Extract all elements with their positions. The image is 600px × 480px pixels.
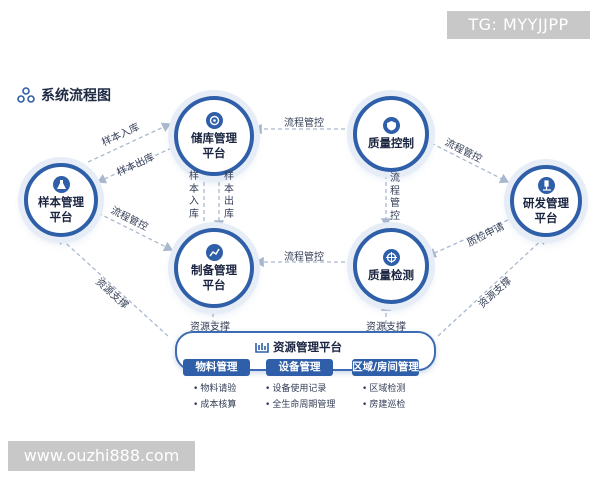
label-res-to-prep: 资源支撑 bbox=[190, 322, 230, 333]
module-area-room: 区域/房间管理 bbox=[352, 359, 419, 376]
node-qc: 质量控制 bbox=[353, 96, 429, 172]
node-storage: 储库管理 平台 bbox=[174, 96, 254, 176]
list-item: 全生命周期管理 bbox=[265, 397, 335, 413]
label-res-to-qtest: 资源支撑 bbox=[366, 322, 406, 333]
module-material-items: 物料请验 成本核算 bbox=[193, 381, 236, 413]
shield-icon bbox=[382, 117, 400, 134]
node-sample-line1: 样本管理 bbox=[38, 194, 84, 209]
edge-storage-to-sample bbox=[96, 144, 179, 184]
node-qc-line1: 质量控制 bbox=[368, 136, 414, 150]
node-rd-line2: 平台 bbox=[534, 210, 558, 225]
edge-rd-to-qtest bbox=[426, 219, 509, 258]
list-item: 区域检测 bbox=[362, 381, 405, 397]
node-qtest: 质量检测 bbox=[353, 228, 429, 304]
edge-sample-to-prep bbox=[91, 209, 174, 252]
resource-platform-title-text: 资源管理平台 bbox=[273, 340, 342, 354]
flow-icon bbox=[17, 87, 35, 103]
module-area-room-items: 区域检测 房建巡检 bbox=[362, 381, 405, 413]
module-material: 物料管理 bbox=[183, 359, 250, 376]
node-rd: 研发管理 平台 bbox=[510, 165, 582, 237]
label-storage-to-prep-out: 样本出库 bbox=[224, 171, 234, 220]
chart-line-icon bbox=[205, 243, 223, 261]
target-icon bbox=[382, 249, 400, 266]
module-equipment: 设备管理 bbox=[266, 359, 333, 376]
edge-res-to-sample bbox=[57, 235, 169, 337]
list-item: 物料请验 bbox=[193, 381, 236, 397]
list-item: 房建巡检 bbox=[362, 397, 405, 413]
node-qtest-line1: 质量检测 bbox=[368, 268, 414, 282]
node-sample-line2: 平台 bbox=[49, 209, 73, 224]
node-prep-line1: 制备管理 bbox=[191, 262, 237, 277]
edge-qc-to-rd bbox=[424, 139, 510, 184]
watermark-top: TG: MYYJJPP bbox=[447, 11, 590, 39]
diagram-title: 系统流程图 bbox=[17, 84, 111, 106]
label-qc-to-qtest: 流程管控 bbox=[390, 173, 400, 222]
label-qtest-to-prep: 流程管控 bbox=[284, 252, 324, 263]
node-storage-line1: 储库管理 bbox=[191, 130, 237, 145]
platform-icon bbox=[255, 343, 269, 353]
label-qc-to-storage: 流程管控 bbox=[284, 118, 324, 129]
node-prep-line2: 平台 bbox=[202, 277, 226, 292]
watermark-bottom: www.ouzhi888.com bbox=[8, 441, 195, 471]
module-equipment-items: 设备使用记录 全生命周期管理 bbox=[265, 381, 335, 413]
label-storage-to-prep-in: 样本入库 bbox=[189, 171, 199, 220]
list-item: 设备使用记录 bbox=[265, 381, 335, 397]
storage-icon bbox=[205, 111, 223, 129]
diagram-title-text: 系统流程图 bbox=[41, 88, 111, 104]
node-sample: 样本管理 平台 bbox=[24, 163, 98, 237]
list-item: 成本核算 bbox=[193, 397, 236, 413]
flask-icon bbox=[52, 175, 70, 193]
edge-res-to-rd bbox=[437, 235, 547, 337]
node-storage-line2: 平台 bbox=[202, 145, 226, 160]
node-rd-line1: 研发管理 bbox=[523, 195, 569, 210]
resource-platform-title: 资源管理平台 bbox=[255, 339, 342, 355]
microscope-icon bbox=[537, 176, 555, 194]
edge-sample-to-storage bbox=[87, 122, 172, 163]
node-prep: 制备管理 平台 bbox=[174, 228, 254, 308]
